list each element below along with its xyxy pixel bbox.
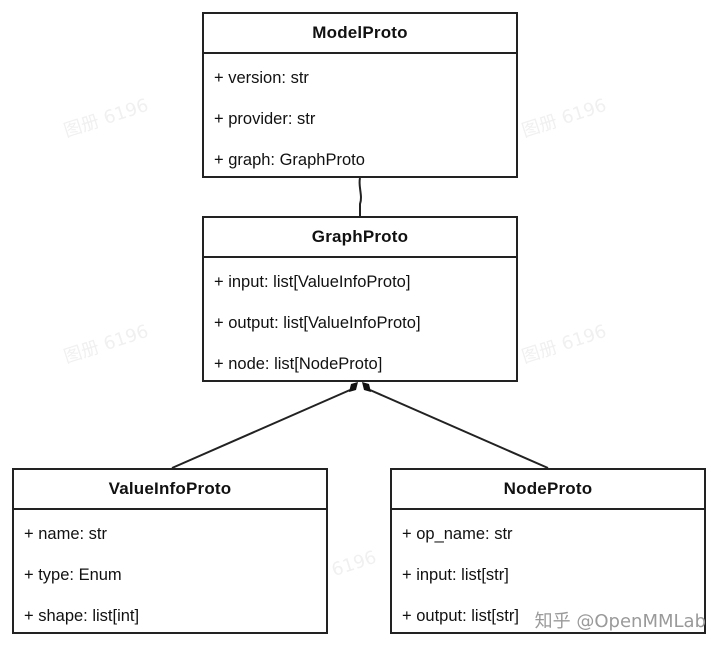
attribute-graph: + graph: GraphProto <box>214 151 365 169</box>
class-box-valueinfoproto: ValueInfoProto + name: str + type: Enum … <box>12 468 328 634</box>
model-graph-link <box>358 177 362 216</box>
valueinfo-aggregation-diamond <box>349 382 358 392</box>
node-graph-link <box>369 389 549 469</box>
class-box-nodeproto: NodeProto + op_name: str + input: list[s… <box>390 468 706 634</box>
attribute-shape: + shape: list[int] <box>24 607 140 625</box>
attribute-output: + output: list[str] <box>402 607 519 625</box>
class-name-valueinfoproto: ValueInfoProto <box>14 470 326 510</box>
valueinfo-graph-link <box>171 389 351 469</box>
attribute-version: + version: str <box>214 69 309 87</box>
site-watermark: 知乎 @OpenMMLab <box>534 611 706 632</box>
attribute-op-name: + op_name: str <box>402 525 513 543</box>
class-box-modelproto: ModelProto + version: str + provider: st… <box>202 12 518 178</box>
attribute-output: + output: list[ValueInfoProto] <box>214 314 421 332</box>
class-attributes: + name: str + type: Enum + shape: list[i… <box>14 510 326 637</box>
attribute-node: + node: list[NodeProto] <box>214 355 383 373</box>
class-attributes: + input: list[ValueInfoProto] + output: … <box>204 258 516 385</box>
node-aggregation-diamond <box>362 382 371 392</box>
class-box-graphproto: GraphProto + input: list[ValueInfoProto]… <box>202 216 518 382</box>
attribute-type: + type: Enum <box>24 566 122 584</box>
class-attributes: + version: str + provider: str + graph: … <box>204 54 516 181</box>
class-attributes: + op_name: str + input: list[str] + outp… <box>392 510 704 637</box>
attribute-input: + input: list[ValueInfoProto] <box>214 273 411 291</box>
attribute-provider: + provider: str <box>214 110 316 128</box>
class-name-graphproto: GraphProto <box>204 218 516 258</box>
class-name-modelproto: ModelProto <box>204 14 516 54</box>
attribute-name: + name: str <box>24 525 107 543</box>
class-name-nodeproto: NodeProto <box>392 470 704 510</box>
attribute-input: + input: list[str] <box>402 566 509 584</box>
